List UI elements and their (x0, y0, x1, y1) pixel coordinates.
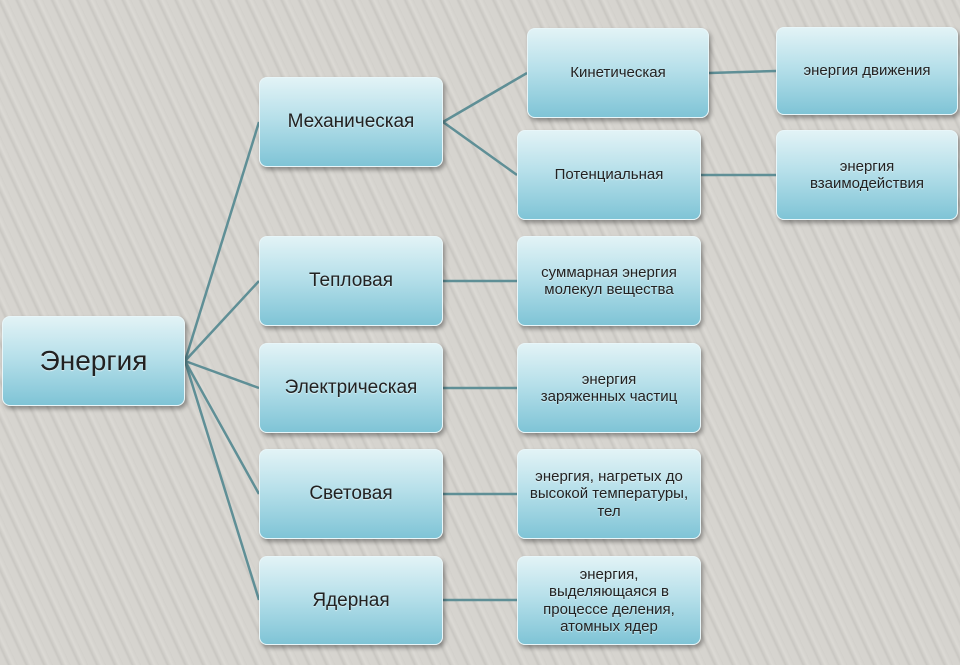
node-label: Энергия (39, 344, 148, 376)
node-light: Световая (259, 449, 443, 539)
node-label: Потенциальная (554, 166, 664, 184)
node-description: энергия взаимодействия (809, 157, 925, 192)
node-label: Световая (309, 483, 393, 505)
desc-light: энергия, нагретых до высокой температуры… (517, 449, 701, 539)
connector (183, 360, 261, 495)
connector (442, 71, 528, 124)
node-electrical: Электрическая (259, 343, 443, 433)
desc-thermal: суммарная энергия молекул вещества (517, 236, 701, 326)
node-description: энергия, выделяющаяся в процессе деления… (543, 566, 675, 635)
node-description: энергия, нагретых до высокой температуры… (529, 468, 689, 520)
node-description: энергия заряженных частиц (540, 370, 678, 405)
connector (183, 121, 261, 362)
connector (708, 69, 777, 75)
desc-kinetic: энергия движения (776, 27, 958, 115)
node-mechanical: Механическая (259, 77, 443, 167)
node-label: Электрическая (284, 377, 418, 399)
connector (184, 359, 260, 390)
node-label: Ядерная (312, 589, 390, 611)
node-description: суммарная энергия молекул вещества (541, 263, 677, 298)
desc-electrical: энергия заряженных частиц (517, 343, 701, 433)
desc-potential: энергия взаимодействия (776, 130, 958, 220)
node-thermal: Тепловая (259, 236, 443, 326)
connector (184, 280, 260, 362)
node-label: Механическая (287, 111, 415, 133)
node-label: Кинетическая (570, 64, 666, 82)
node-nuclear: Ядерная (259, 556, 443, 645)
desc-nuclear: энергия, выделяющаяся в процессе деления… (517, 556, 701, 645)
node-label: Тепловая (309, 270, 393, 292)
node-potential: Потенциальная (517, 130, 701, 220)
connector (442, 120, 518, 177)
node-kinetic: Кинетическая (527, 28, 709, 118)
node-energy: Энергия (2, 316, 185, 406)
node-description: энергия движения (803, 62, 931, 80)
connector (183, 360, 261, 601)
